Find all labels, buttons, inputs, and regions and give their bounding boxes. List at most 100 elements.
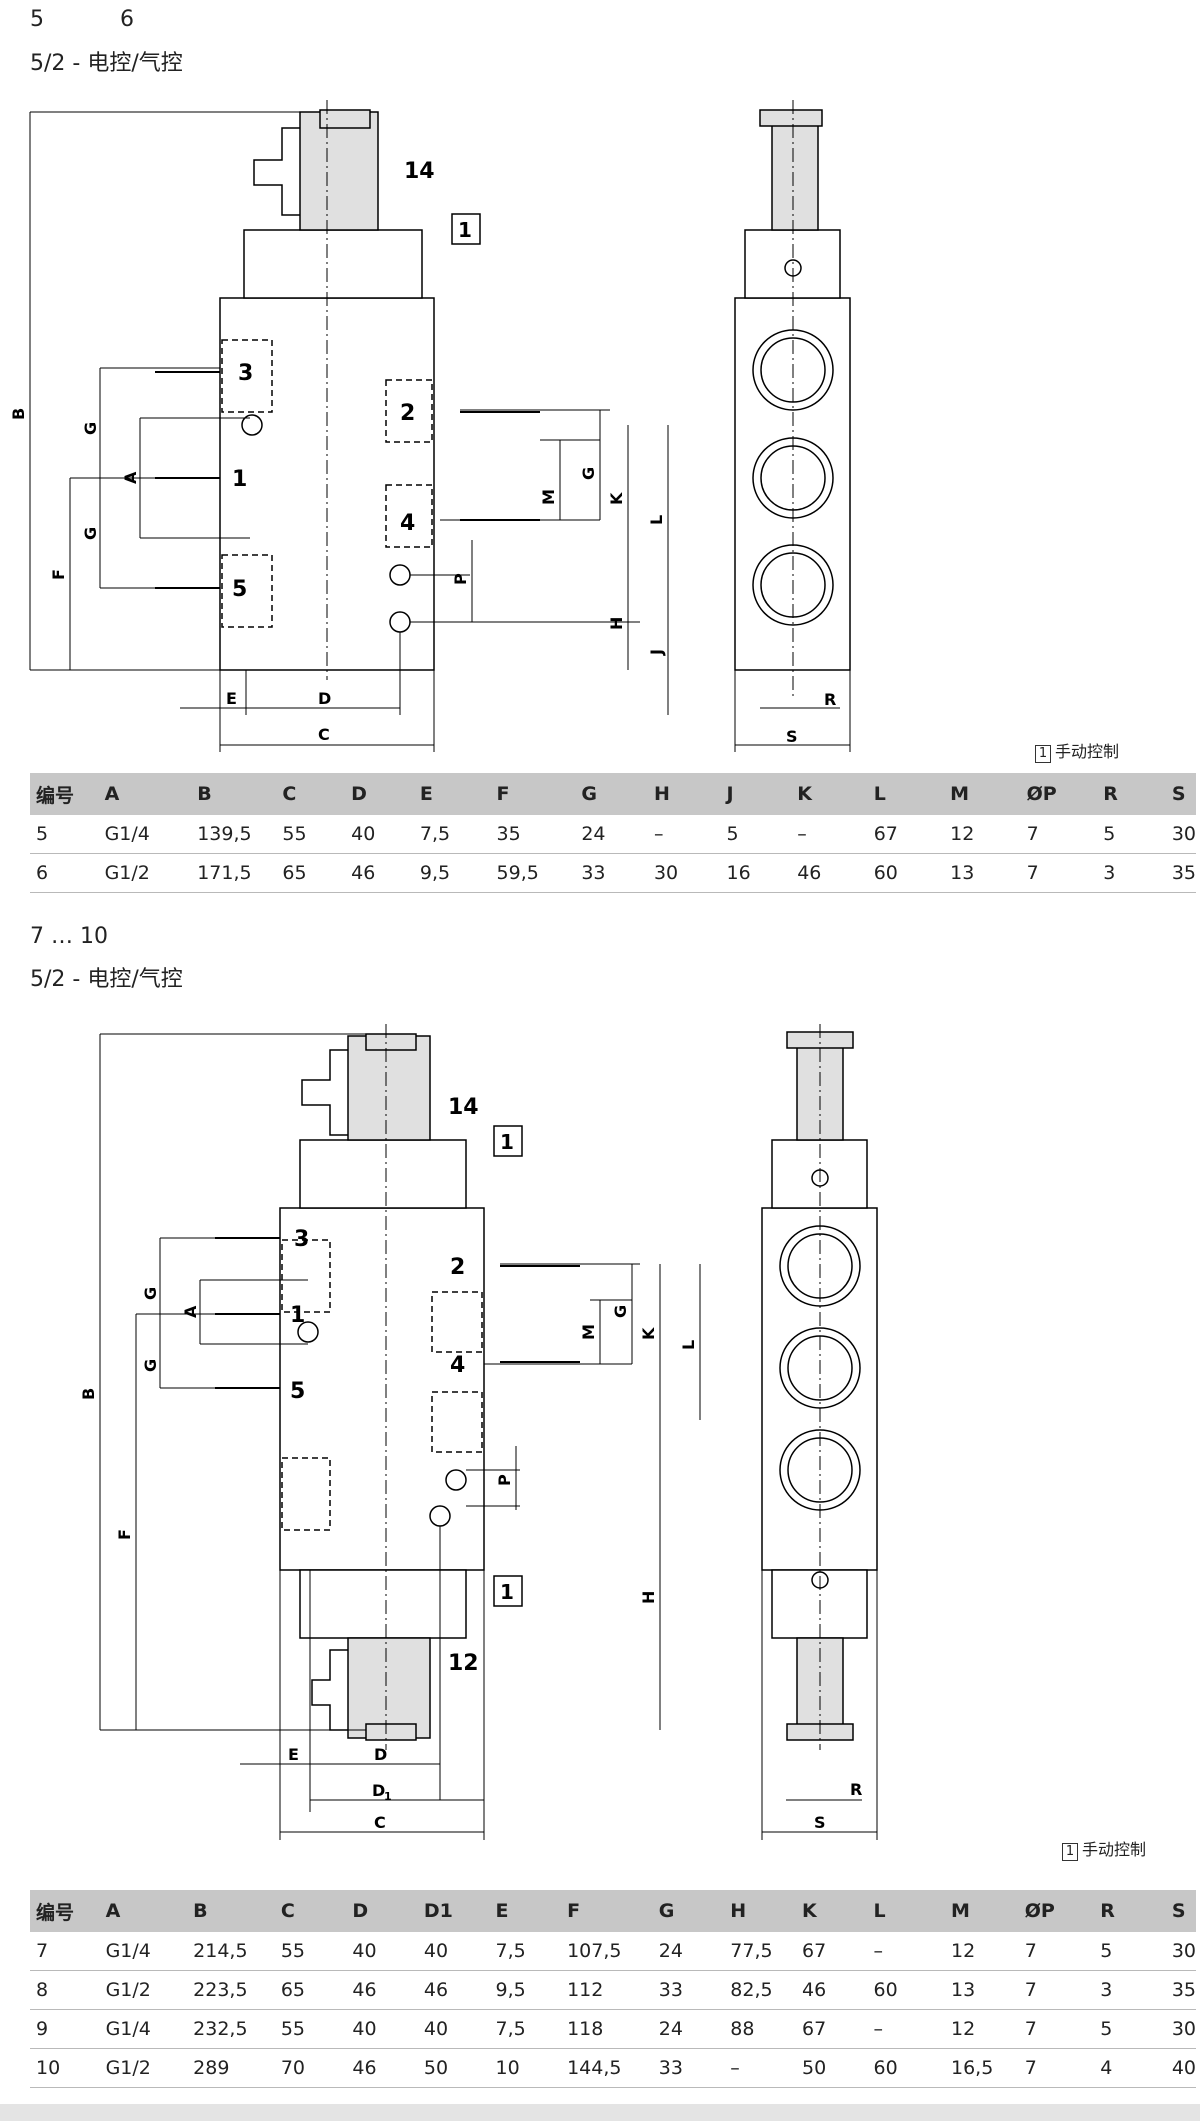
s2-dim-M: M [579,1324,598,1340]
table-cell: G1/4 [99,1932,188,1971]
col-header: E [489,1890,562,1932]
col-header: E [413,773,491,815]
s1-dim-J: J [647,649,666,656]
section1-table: 编号 A B C D E F G H J K L M ØP R S 5 G1/4… [30,773,1196,893]
table-cell: – [647,815,721,854]
table-cell: 13 [945,1970,1019,2010]
table-cell: 7 [1018,1970,1095,2010]
col-header: B [187,1890,275,1932]
table-cell: 7,5 [413,815,491,854]
s2-label-callout-top: 1 [500,1130,514,1154]
table-cell: 40 [345,815,414,854]
s1-label-14: 14 [404,159,435,184]
s1-label-5: 5 [232,577,247,602]
table-cell: 16,5 [945,2048,1019,2088]
table-cell: 33 [652,1970,725,2010]
col-header: S [1165,773,1196,815]
col-header: D [346,1890,418,1932]
s2-dim-D: D [374,1745,387,1764]
col-header: G [652,1890,725,1932]
table-cell: 3 [1094,1970,1166,2010]
col-header: D [345,773,414,815]
table-cell: 5 [30,815,99,854]
section1-id-0: 5 [30,7,44,32]
s1-dim-G-right: G [579,467,598,480]
s2-label-1: 1 [290,1303,305,1328]
col-header: L [867,1890,945,1932]
table-cell: 223,5 [187,1970,275,2010]
s2-dim-G-bottom: G [141,1359,160,1372]
table-cell: 30 [1165,1932,1196,1971]
table-cell: 46 [417,1970,490,2010]
s2-dim-K: K [639,1327,658,1340]
table-cell: 70 [274,2048,347,2088]
table-cell: 6 [30,853,99,893]
table-cell: 55 [276,815,346,854]
col-header: M [944,773,1021,815]
s1-label-2: 2 [400,401,415,426]
table-cell: 88 [724,2009,796,2049]
table-cell: 9 [30,2009,100,2049]
s1-label-callout: 1 [458,218,472,242]
table-cell: 12 [945,2009,1019,2049]
col-header: C [274,1890,347,1932]
table-cell: 7,5 [489,2009,562,2049]
table-cell: 33 [575,853,648,893]
s1-dim-A: A [121,471,140,484]
footer-divider [0,2104,1200,2121]
table-cell: 12 [945,1932,1019,1971]
table-cell: – [867,1932,945,1971]
table-cell: 67 [867,815,945,854]
section1-title: 5/2 - 电控/气控 [30,51,183,76]
table-cell: 40 [346,1932,418,1971]
section2-ids: 7 … 10 [30,924,108,949]
s1-dim-H: H [607,617,626,630]
table-cell: 5 [1094,1932,1166,1971]
s1-dim-R: R [824,690,836,709]
col-header: K [791,773,868,815]
table-cell: 139,5 [191,815,277,854]
table-cell: 7 [1018,2048,1095,2088]
table-cell: 67 [796,2009,868,2049]
table-cell: 40 [1165,2048,1196,2088]
s1-dim-M: M [539,489,558,505]
table-cell: 55 [274,1932,347,1971]
table-cell: – [791,815,868,854]
table-cell: G1/2 [98,853,192,893]
section2-title: 5/2 - 电控/气控 [30,967,183,992]
table-cell: 144,5 [561,2048,653,2088]
section1-manual-num: 1 [1035,745,1051,763]
s2-dim-L: L [679,1340,698,1350]
section1-drawing: 14 1 3 2 1 4 5 B G A G F M G K L P H J E… [9,100,851,752]
table-cell: 65 [274,1970,347,2010]
table-header-row: 编号 A B C D E F G H J K L M ØP R S [30,773,1196,815]
table-row: 9 G1/4 232,5 55 40 40 7,5 118 24 88 67 –… [30,2009,1196,2049]
table-cell: 30 [647,853,721,893]
s2-dim-D1-subscript: 1 [384,1790,392,1803]
s1-dim-B: B [9,408,28,420]
col-header: 编号 [30,773,99,815]
table-cell: 65 [276,853,346,893]
table-cell: 35 [1165,1970,1196,2010]
table-cell: 60 [867,853,945,893]
table-cell: 10 [489,2048,562,2088]
s1-dim-C: C [318,725,330,744]
s1-dim-F: F [49,569,68,580]
col-header: M [945,1890,1019,1932]
table-cell: 12 [944,815,1021,854]
table-cell: 214,5 [187,1932,275,1971]
table-cell: 289 [187,2048,275,2088]
s1-dim-S: S [786,727,798,746]
table-cell: 5 [1094,2009,1166,2049]
col-header: G [575,773,648,815]
s1-dim-D: D [318,689,331,708]
col-header: A [98,773,192,815]
section2-manual-label: 手动控制 [1082,1840,1147,1859]
col-header: F [490,773,576,815]
col-header: ØP [1020,773,1098,815]
table-cell: 35 [1165,853,1196,893]
table-cell: 107,5 [561,1932,653,1971]
table-cell: 55 [274,2009,347,2049]
col-header: C [276,773,346,815]
